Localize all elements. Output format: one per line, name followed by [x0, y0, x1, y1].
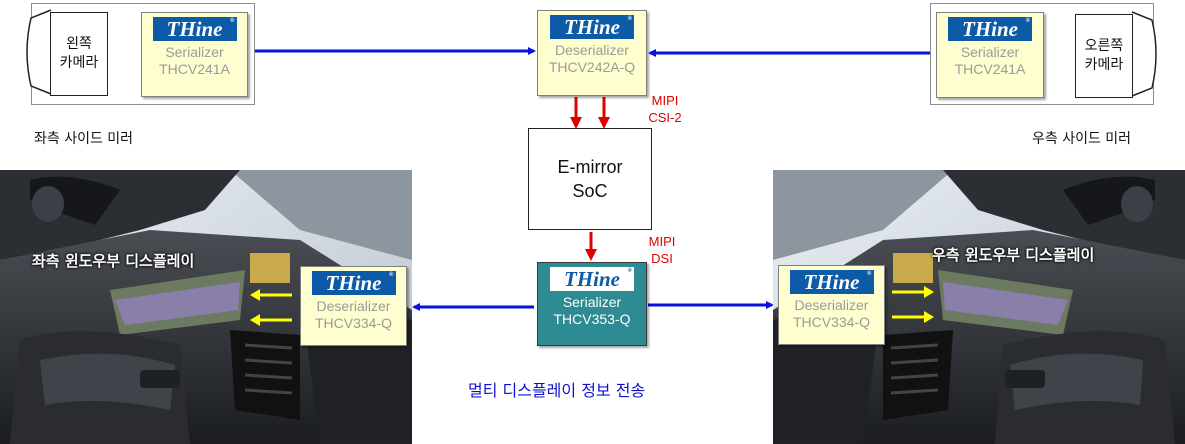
right-camera-line-1: 오른쪽 — [1084, 38, 1124, 54]
chip-role: Deserializer — [555, 42, 629, 58]
chip-role: Deserializer — [316, 298, 391, 314]
center-deserializer-chip: THine® Deserializer THCV242A-Q — [537, 10, 647, 96]
soc-line-1: E-mirror — [557, 157, 623, 177]
center-serializer-chip: THine® Serializer THCV353-Q — [537, 262, 647, 346]
left-camera-line-2: 카메라 — [59, 55, 99, 71]
right-display-title: 우측 윈도우부 디스플레이 — [932, 246, 1095, 264]
thine-logo: THine® — [789, 270, 874, 294]
chip-role: Serializer — [960, 44, 1020, 60]
bottom-caption: 멀티 디스플레이 정보 전송 — [468, 381, 646, 400]
right-mirror-caption: 우측 사이드 미러 — [1032, 131, 1132, 147]
thine-logo: THine® — [550, 267, 634, 291]
right-camera-lens-icon — [1131, 11, 1157, 97]
thine-logo: THine® — [311, 271, 396, 295]
right-camera-line-2: 카메라 — [1084, 57, 1124, 73]
chip-role: Serializer — [562, 294, 622, 310]
right-camera-box: 오른쪽 카메라 — [1075, 14, 1133, 98]
chip-part: THCV241A — [159, 61, 230, 77]
thine-logo: THine® — [550, 15, 634, 39]
e-mirror-soc-box: E-mirror SoC — [528, 128, 652, 230]
left-camera-box: 왼쪽 카메라 — [50, 12, 108, 96]
chip-part: THCV334-Q — [792, 314, 871, 330]
chip-part: THCV353-Q — [553, 311, 631, 327]
right-serializer-chip: THine® Serializer THCV241A — [936, 12, 1044, 98]
left-camera-line-1: 왼쪽 — [66, 36, 92, 52]
thine-logo: THine® — [152, 17, 237, 41]
left-display-deserializer-chip: THine® Deserializer THCV334-Q — [300, 266, 407, 346]
chip-part: THCV242A-Q — [548, 59, 636, 75]
left-mirror-caption: 좌측 사이드 미러 — [34, 131, 134, 147]
left-camera-lens-icon — [26, 9, 52, 95]
soc-line-2: SoC — [572, 181, 608, 201]
right-display-deserializer-chip: THine® Deserializer THCV334-Q — [778, 265, 885, 345]
left-display-yellow-arrows — [250, 289, 292, 326]
left-display-title: 좌측 윈도우부 디스플레이 — [32, 252, 195, 270]
chip-role: Deserializer — [794, 297, 869, 313]
chip-part: THCV241A — [954, 61, 1026, 77]
thine-logo: THine® — [948, 17, 1032, 41]
right-display-yellow-arrows — [892, 286, 934, 323]
left-serializer-chip: THine® Serializer THCV241A — [141, 12, 248, 97]
chip-role: Serializer — [165, 44, 224, 60]
chip-part: THCV334-Q — [314, 315, 393, 331]
